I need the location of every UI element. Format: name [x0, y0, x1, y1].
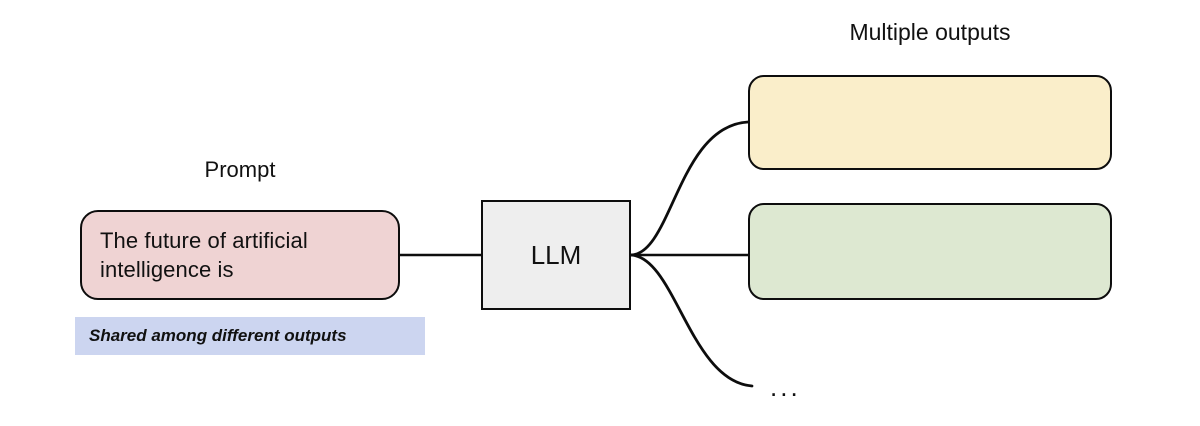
shared-note-text: Shared among different outputs	[89, 326, 347, 345]
output-box-2[interactable]	[748, 203, 1112, 300]
prompt-box[interactable]: The future of artificial intelligence is	[80, 210, 400, 300]
more-outputs-ellipsis: ...	[770, 372, 801, 402]
prompt-label: Prompt	[204, 157, 276, 182]
connector-llm-to-more	[629, 253, 754, 388]
llm-box[interactable]: LLM	[481, 200, 631, 310]
shared-note-banner: Shared among different outputs	[75, 317, 425, 355]
connector-llm-to-output-1	[629, 120, 750, 257]
prompt-text: The future of artificial intelligence is	[100, 227, 308, 282]
llm-label: LLM	[530, 239, 582, 270]
outputs-label: Multiple outputs	[849, 19, 1011, 45]
output-box-1[interactable]	[748, 75, 1112, 170]
